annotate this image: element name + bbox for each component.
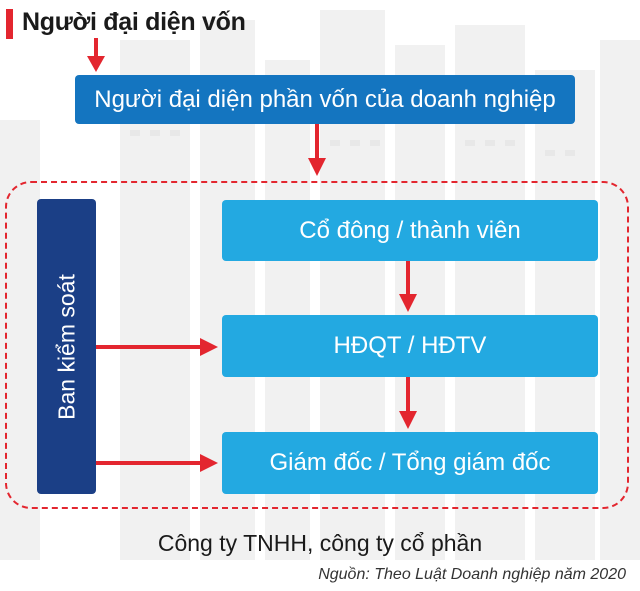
shareholders-label: Cổ đông / thành viên	[299, 216, 521, 244]
arrow-supervisory-to-board	[96, 338, 218, 356]
board-label: HĐQT / HĐTV	[333, 332, 487, 359]
arrow-representative-to-company	[308, 124, 326, 176]
company-dashed-boundary	[5, 181, 629, 509]
source-note: Nguồn: Theo Luật Doanh nghiệp năm 2020	[318, 566, 626, 583]
supervisory-board-box: Ban kiểm soát	[37, 199, 96, 494]
arrow-title-to-representative	[87, 38, 105, 72]
representative-box: Người đại diện phần vốn của doanh nghiệp	[75, 75, 575, 124]
director-box: Giám đốc / Tổng giám đốc	[222, 432, 598, 494]
diagram-title: Người đại diện vốn	[22, 8, 246, 36]
director-label: Giám đốc / Tổng giám đốc	[269, 449, 551, 476]
arrow-shareholders-to-board	[399, 261, 417, 312]
title-accent-bar	[6, 9, 13, 39]
company-type-caption: Công ty TNHH, công ty cổ phần	[157, 530, 483, 556]
shareholders-box: Cổ đông / thành viên	[222, 200, 598, 261]
arrow-board-to-director	[399, 377, 417, 429]
representative-label: Người đại diện phần vốn của doanh nghiệp	[94, 85, 556, 113]
arrow-supervisory-to-director	[96, 454, 218, 472]
board-box: HĐQT / HĐTV	[222, 315, 598, 377]
